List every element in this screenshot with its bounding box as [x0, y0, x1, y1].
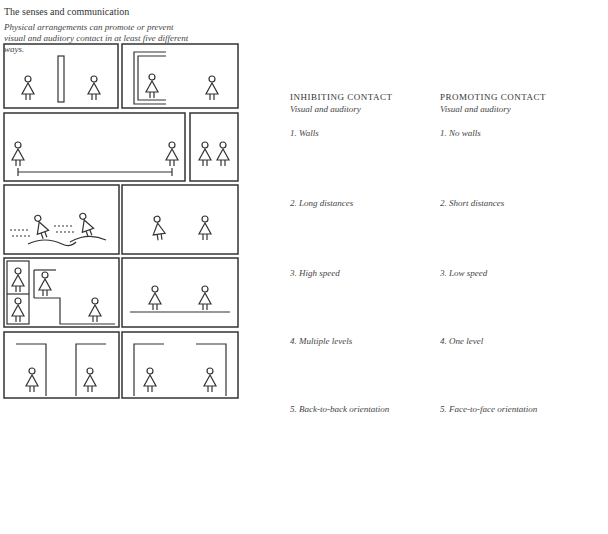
item-label: 2. Short distances [440, 198, 590, 209]
item-label: 4. One level [440, 336, 590, 347]
item-label: 3. High speed [290, 268, 435, 279]
column-subheading: Visual and auditory [440, 104, 590, 115]
column-heading: INHIBITING CONTACT [290, 92, 435, 103]
item-label: 1. Walls [290, 128, 435, 139]
item-label: 3. Low speed [440, 268, 590, 279]
item-label: 4. Multiple levels [290, 336, 435, 347]
item-label: 5. Back-to-back orientation [290, 404, 435, 415]
diagram-title: The senses and communication [4, 6, 224, 17]
item-label: 5. Face-to-face orientation [440, 404, 590, 415]
column-subheading: Visual and auditory [290, 104, 435, 115]
item-label: 1. No walls [440, 128, 590, 139]
column-heading: PROMOTING CONTACT [440, 92, 590, 103]
item-label: 2. Long distances [290, 198, 435, 209]
subtitle-note: Physical arrangements can promote or pre… [4, 22, 194, 55]
